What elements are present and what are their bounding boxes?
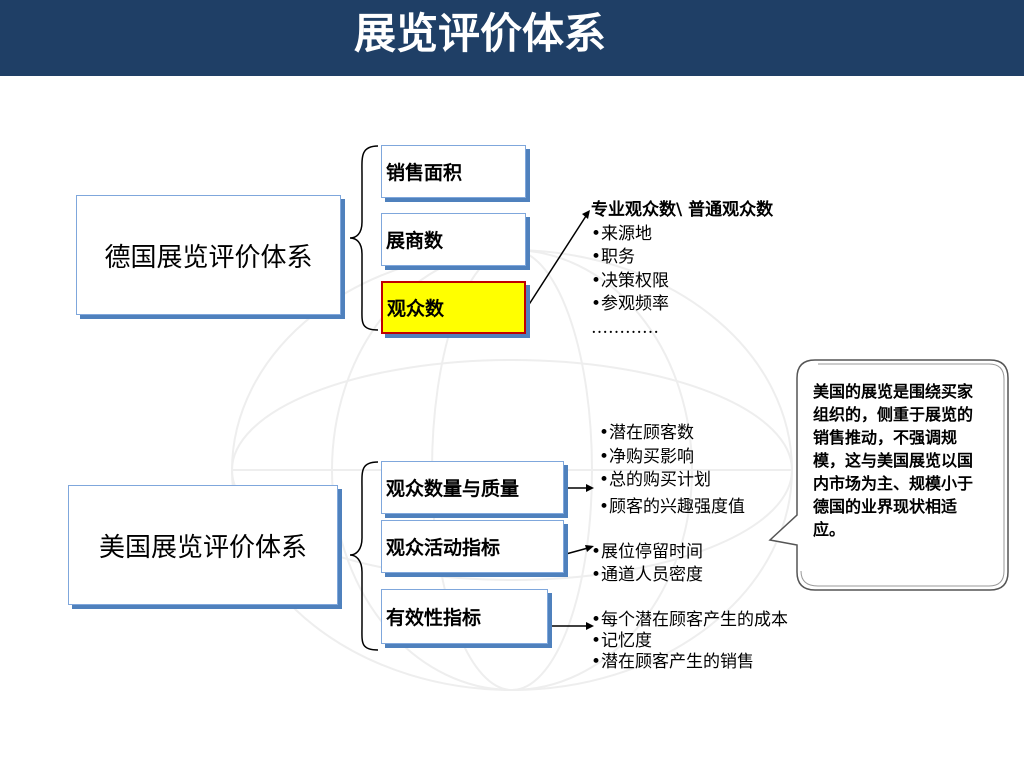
- detail-line: •顾客的兴趣强度值: [599, 496, 746, 517]
- detail-line: •职务: [591, 247, 636, 267]
- detail-line: •参观频率: [591, 294, 670, 314]
- germany-item-visitors: 观众数: [381, 281, 526, 334]
- detail-line: •每个潜在顾客产生的成本: [591, 610, 789, 630]
- usa-item-quantity-quality: 观众数量与质量: [381, 461, 564, 514]
- detail-line: •总的购买计划: [599, 470, 712, 490]
- germany-item-exhibitors: 展商数: [381, 213, 526, 266]
- usa-item-label: 观众数量与质量: [386, 478, 520, 500]
- usa-details-1: •潜在顾客数 •净购买影响 •总的购买计划 •顾客的兴趣强度值: [599, 422, 745, 519]
- callout-bubble: [768, 359, 1009, 591]
- germany-item-label: 销售面积: [386, 162, 463, 184]
- usa-item-effectiveness: 有效性指标: [381, 589, 548, 644]
- detail-line: •通道人员密度: [591, 565, 704, 585]
- header-bar: [0, 0, 1024, 76]
- usa-item-label: 观众活动指标: [386, 537, 501, 559]
- usa-item-label: 有效性指标: [386, 607, 482, 629]
- usa-brace: [349, 461, 379, 651]
- germany-brace: [349, 145, 379, 331]
- detail-line: •来源地: [591, 223, 653, 244]
- detail-line: 专业观众数\ 普通观众数: [591, 200, 774, 220]
- callout-text: 美国的展览是围绕买家组织的，侧重于展览的销售推动，不强调规模，这与美国展览以国内…: [813, 382, 974, 539]
- detail-line: •净购买影响: [599, 446, 695, 467]
- detail-line: …………: [591, 317, 659, 338]
- usa-system-box: 美国展览评价体系: [68, 485, 338, 605]
- detail-line: •记忆度: [591, 631, 653, 651]
- germany-system-label: 德国展览评价体系: [104, 242, 313, 273]
- usa-details-2: •展位停留时间 •通道人员密度: [591, 541, 703, 587]
- detail-line: •潜在顾客产生的销售: [591, 652, 755, 672]
- detail-line: •潜在顾客数: [599, 423, 695, 443]
- germany-item-label: 展商数: [386, 230, 444, 252]
- usa-system-label: 美国展览评价体系: [98, 532, 307, 563]
- detail-line: •决策权限: [591, 270, 670, 291]
- usa-item-activity: 观众活动指标: [381, 520, 564, 573]
- usa-details-3: •每个潜在顾客产生的成本 •记忆度 •潜在顾客产生的销售: [591, 610, 788, 673]
- usa-arrow-2: [565, 547, 589, 555]
- germany-item-label: 观众数: [387, 298, 445, 320]
- visitors-arrow: [527, 215, 587, 307]
- page-title: 展览评价体系: [353, 9, 606, 58]
- detail-line: •展位停留时间: [591, 542, 704, 562]
- germany-item-sales-area: 销售面积: [381, 145, 526, 198]
- germany-system-box: 德国展览评价体系: [76, 195, 341, 315]
- germany-visitor-details: 专业观众数\ 普通观众数 •来源地 •职务 •决策权限 •参观频率 …………: [591, 199, 773, 340]
